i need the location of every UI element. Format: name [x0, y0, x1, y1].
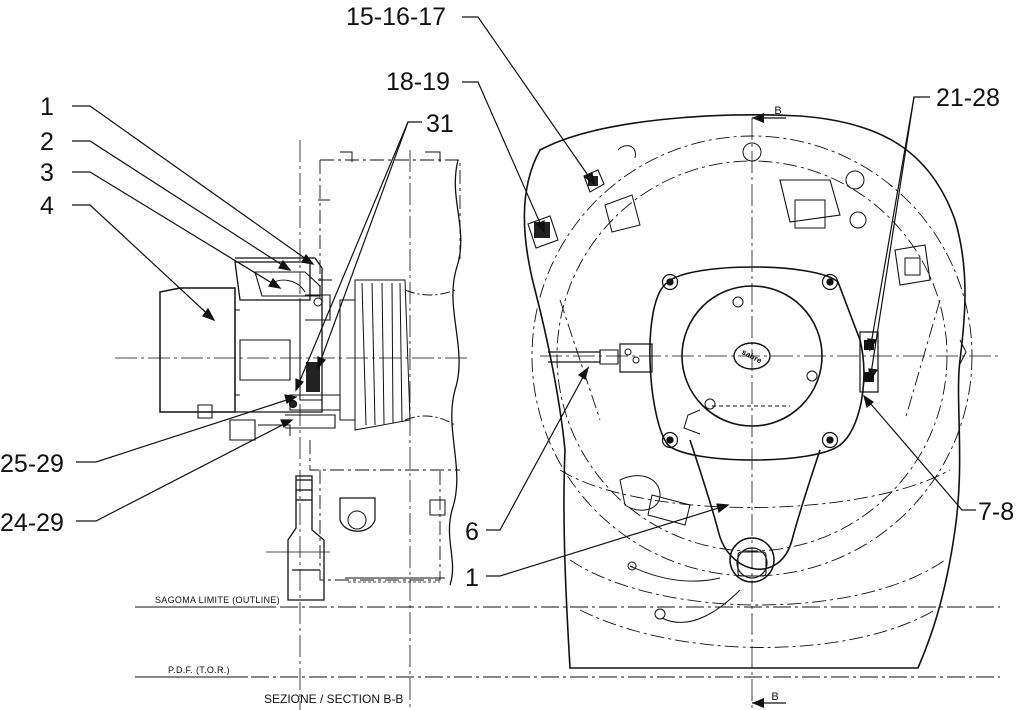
outline-note: SAGOMA LIMITE (OUTLINE) — [155, 595, 280, 605]
section-view — [115, 140, 470, 710]
callout-6: 6 — [465, 518, 479, 546]
callout-31: 31 — [426, 110, 454, 138]
callout-labels: 15-16-17 18-19 21-28 1 2 3 4 31 25-29 24… — [0, 3, 1014, 592]
section-marker-top: B — [752, 105, 786, 123]
callout-2: 2 — [40, 128, 54, 156]
callout-24-29: 24-29 — [0, 509, 64, 537]
section-marker-bottom-label: B — [771, 691, 778, 703]
section-marker-bottom: B — [752, 691, 786, 708]
leader-lines — [72, 16, 976, 577]
callout-21-28: 21-28 — [936, 84, 1000, 112]
callout-18-19: 18-19 — [386, 68, 450, 96]
section-caption: SEZIONE / SECTION B-B — [264, 692, 403, 706]
tor-note: P.D.F. (T.O.R.) — [168, 665, 230, 675]
callout-3: 3 — [40, 159, 54, 187]
callout-4: 4 — [40, 192, 54, 220]
callout-15-16-17: 15-16-17 — [346, 3, 446, 31]
callout-1-top: 1 — [40, 93, 54, 121]
callout-25-29: 25-29 — [0, 450, 64, 478]
section-marker-top-label: B — [774, 105, 781, 117]
callout-7-8: 7-8 — [978, 498, 1014, 526]
reference-lines — [135, 606, 1000, 678]
end-view — [523, 114, 1000, 710]
callout-1-bottom: 1 — [465, 564, 479, 592]
